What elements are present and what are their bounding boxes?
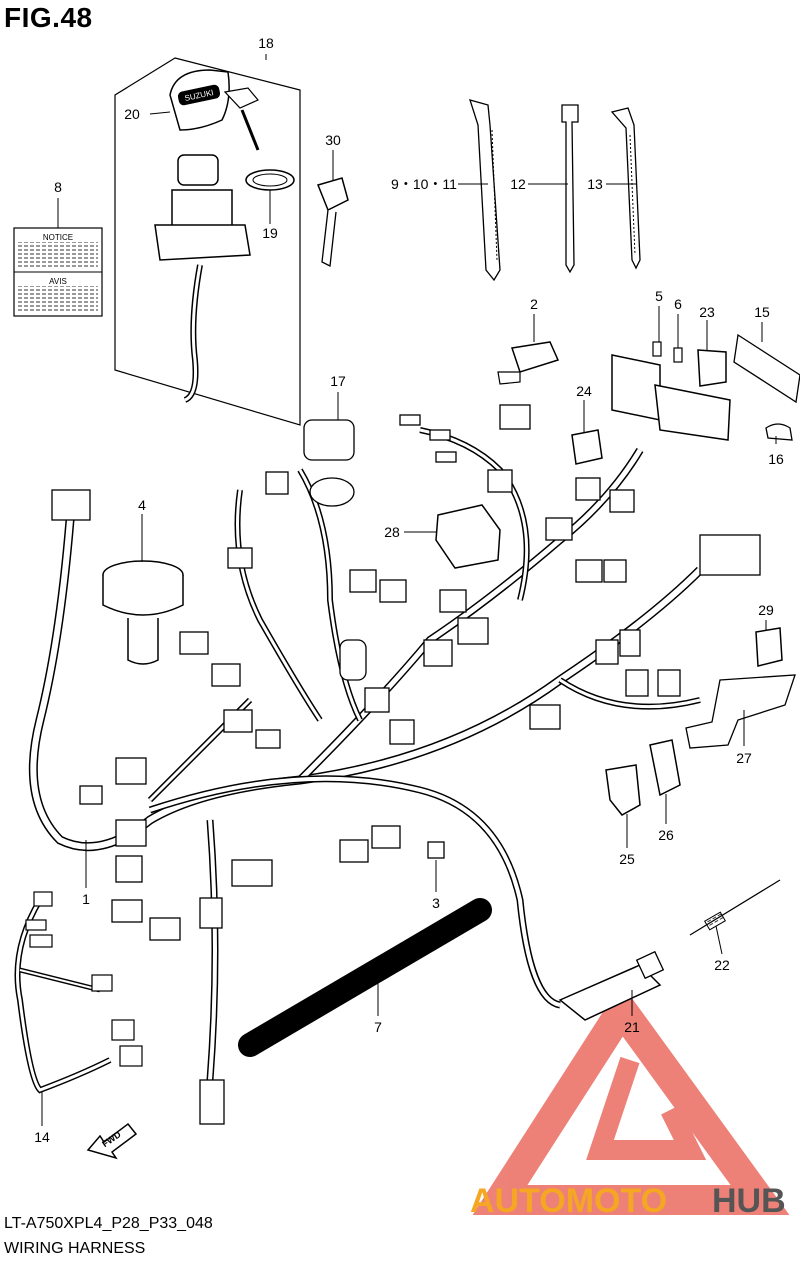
callout-30: 30 xyxy=(325,132,341,148)
spare-key-part xyxy=(316,177,349,267)
callout-3: 3 xyxy=(432,895,440,911)
callout-numbers: 18 20 19 30 8 9・10・11 12 13 2 5 6 23 15 … xyxy=(34,35,784,1145)
protector-cup xyxy=(102,560,184,665)
callout-28: 28 xyxy=(384,524,400,540)
forward-direction-arrow: FWD xyxy=(86,1122,138,1160)
callout-25: 25 xyxy=(619,851,635,867)
notice-label-top: NOTICE xyxy=(43,233,73,242)
callout-24: 24 xyxy=(576,383,592,399)
callout-21: 21 xyxy=(624,1019,640,1035)
callout-4: 4 xyxy=(138,497,146,513)
callout-22: 22 xyxy=(714,957,730,973)
figure-caption: WIRING HARNESS xyxy=(4,1240,146,1257)
callout-14: 14 xyxy=(34,1129,50,1145)
callout-8: 8 xyxy=(54,179,62,195)
callout-19: 19 xyxy=(262,225,278,241)
callout-20: 20 xyxy=(124,106,140,122)
sub-harness-14 xyxy=(14,891,143,1094)
cable-ties xyxy=(469,99,641,282)
notice-label-part: NOTICE AVIS xyxy=(13,227,103,317)
watermark-logo xyxy=(472,983,790,1215)
figure-code: LT-A750XPL4_P28_P33_048 xyxy=(4,1215,213,1232)
callout-7: 7 xyxy=(374,1019,382,1035)
callout-1: 1 xyxy=(82,891,90,907)
watermark-part2: HUB xyxy=(712,1182,786,1220)
callout-23: 23 xyxy=(699,304,715,320)
callout-13: 13 xyxy=(587,176,603,192)
callout-5: 5 xyxy=(655,288,663,304)
callout-16: 16 xyxy=(768,451,784,467)
watermark-part1: AUTOMOTO xyxy=(470,1182,667,1220)
callout-15: 15 xyxy=(754,304,770,320)
leader-lines xyxy=(41,54,777,1126)
corrugated-tube xyxy=(238,898,492,1057)
notice-label-bottom: AVIS xyxy=(49,277,67,286)
callout-6: 6 xyxy=(674,296,682,312)
figure-title: FIG.48 xyxy=(4,2,93,33)
ignition-set-box: SUZUKI xyxy=(114,57,301,426)
callout-17: 17 xyxy=(330,373,346,389)
callout-12: 12 xyxy=(510,176,526,192)
callout-18: 18 xyxy=(258,35,274,51)
callout-2: 2 xyxy=(530,296,538,312)
relay-and-fuse-parts xyxy=(427,333,800,1021)
callout-26: 26 xyxy=(658,827,674,843)
callout-29: 29 xyxy=(758,602,774,618)
watermark-text: AUTOMOTO HUB xyxy=(470,1182,786,1220)
callout-9-10-11: 9・10・11 xyxy=(391,176,457,192)
harness-connectors xyxy=(51,404,761,1125)
callout-27: 27 xyxy=(736,750,752,766)
